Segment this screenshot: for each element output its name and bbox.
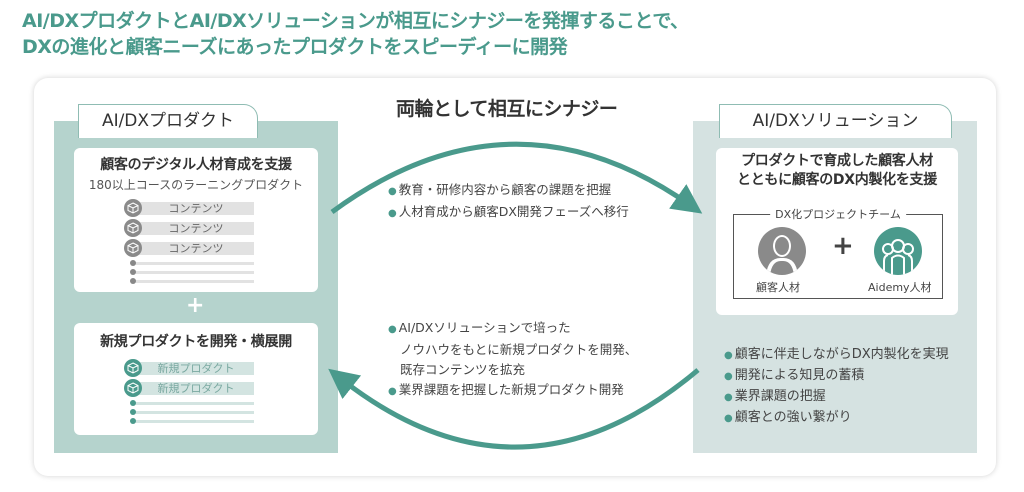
headline-line2: DXの進化と顧客ニーズにあったプロダクトをスピーディーに開発 (22, 36, 568, 58)
top-bullet-2: ●人材育成から顧客DX開発フェーズへ移行 (388, 204, 629, 219)
content-item: コンテンツ (124, 199, 254, 219)
placeholder-line (130, 277, 254, 286)
benefit-item: ●顧客との強い繋がり (724, 410, 852, 425)
headline-line1: AI/DXプロダクトとAI/DXソリューションが相互にシナジーを発揮することで、 (22, 10, 689, 32)
solution-benefits: ●顧客に伴走しながらDX内製化を実現 ●開発による知見の蓄積 ●業界課題の把握 … (724, 345, 949, 429)
placeholder-line (130, 259, 254, 268)
new-product-item: 新規プロダクト (124, 359, 254, 379)
content-item: コンテンツ (124, 219, 254, 239)
top-bullets: ●教育・研修内容から顧客の課題を把握 ●人材育成から顧客DX開発フェーズへ移行 (388, 180, 629, 224)
placeholder-line (130, 268, 254, 277)
right-tab: AI/DXソリューション (719, 104, 952, 138)
headline: AI/DXプロダクトとAI/DXソリューションが相互にシナジーを発揮することで、… (22, 8, 689, 60)
benefit-item: ●開発による知見の蓄積 (724, 368, 865, 383)
placeholder-line (130, 399, 254, 408)
placeholder-line (130, 417, 254, 426)
top-arrow (330, 141, 703, 215)
box-icon (124, 379, 142, 397)
project-team-box: DX化プロジェクトチーム + 顧客人材 Aidemy人材 (733, 206, 943, 299)
plus-icon: + (186, 293, 205, 318)
box-icon (124, 199, 142, 217)
aidemy-team-icon (874, 227, 922, 275)
customer-person-icon (758, 227, 806, 275)
solution-card: プロダクトで育成した顧客人材 とともに顧客のDX内製化を支援 DX化プロジェクト… (716, 148, 958, 315)
benefit-item: ●業界課題の把握 (724, 389, 826, 404)
new-product-card: 新規プロダクトを開発・横展開 新規プロダクト 新規プロダクト (74, 323, 318, 435)
center-title: 両輪として相互にシナジー (396, 98, 618, 120)
content-item: コンテンツ (124, 239, 254, 259)
bottom-arrow (328, 368, 700, 450)
benefit-item: ●顧客に伴走しながらDX内製化を実現 (724, 347, 949, 362)
placeholder-line (130, 408, 254, 417)
bottom-bullet-1: ●AI/DXソリューションで培った (388, 320, 571, 335)
top-bullet-1: ●教育・研修内容から顧客の課題を把握 (388, 182, 612, 197)
left-tab: AI/DXプロダクト (78, 104, 258, 138)
box-icon (124, 219, 142, 237)
box-icon (124, 239, 142, 257)
plus-icon: + (832, 231, 854, 261)
new-product-item: 新規プロダクト (124, 379, 254, 399)
learning-product-card: 顧客のデジタル人材育成を支援 180以上コースのラーニングプロダクト コンテンツ… (74, 148, 318, 292)
bottom-bullet-2: ●業界課題を把握した新規プロダクト開発 (388, 382, 624, 397)
bottom-bullets: ●AI/DXソリューションで培った ノウハウをもとに新規プロダクトを開発、 既存… (388, 318, 637, 402)
box-icon (124, 359, 142, 377)
